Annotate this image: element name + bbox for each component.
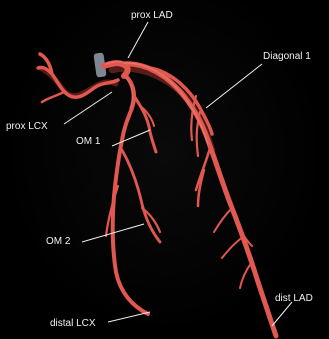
label-distal-lcx: distal LCX — [50, 318, 96, 329]
label-dist-lad: dist LAD — [275, 293, 313, 304]
label-diagonal-1: Diagonal 1 — [263, 51, 311, 62]
label-om2: OM 2 — [46, 236, 70, 247]
label-prox-lcx: prox LCX — [6, 121, 48, 132]
dist-lad-leader — [272, 302, 292, 326]
diagonal-1-leader — [206, 64, 262, 108]
om1-leader — [112, 130, 150, 146]
prox-lad-leader — [128, 22, 148, 58]
left-branch-vessel — [42, 92, 64, 102]
label-prox-lad: prox LAD — [131, 10, 173, 21]
om2-vessel — [122, 150, 160, 242]
label-om1: OM 1 — [76, 136, 100, 147]
distal-lcx-leader — [108, 312, 150, 322]
